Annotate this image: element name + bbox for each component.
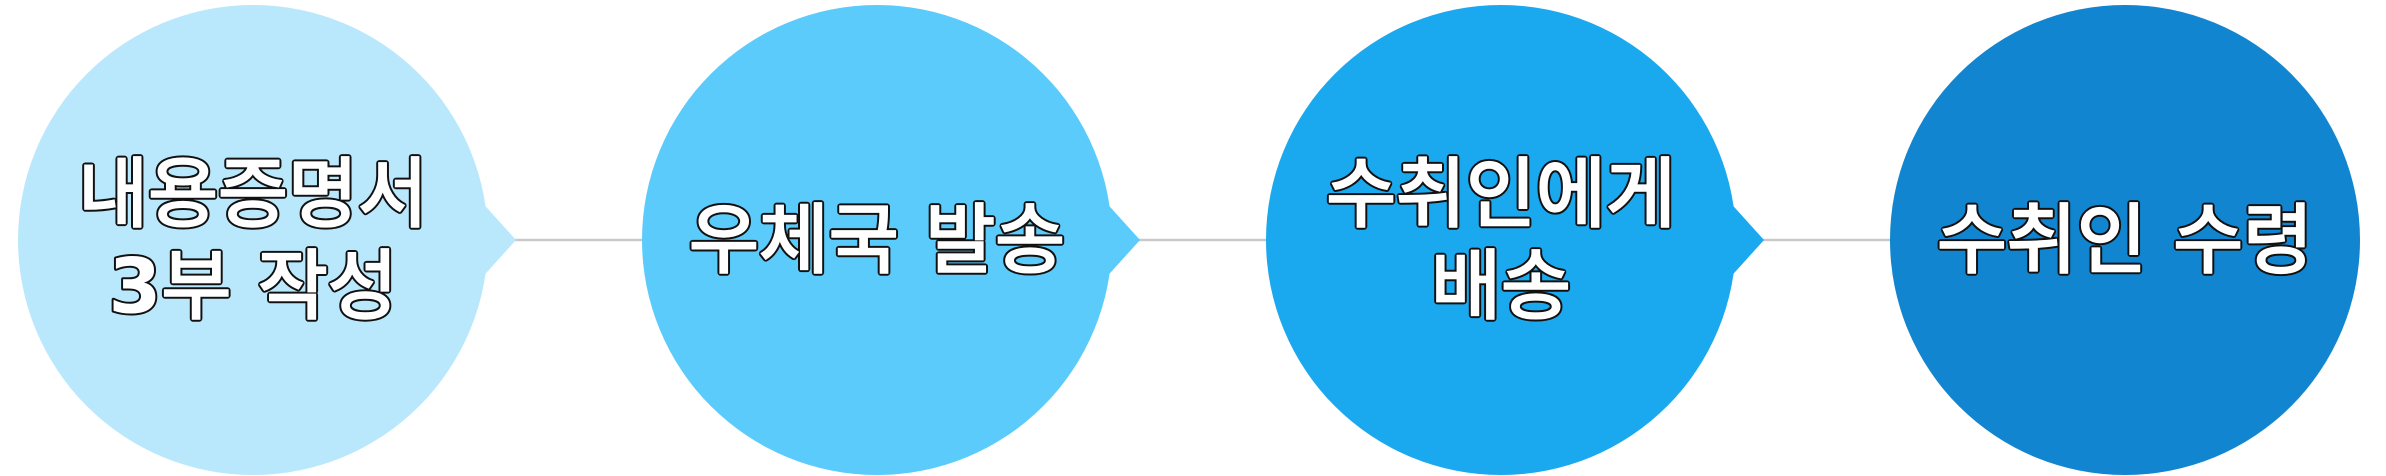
step-circle-4 [1890, 5, 2360, 475]
step-circle-3 [1266, 5, 1736, 475]
step-circle-1 [18, 5, 488, 475]
step-label-1-line-1: 내용증명서 [78, 150, 428, 239]
step-label-2-line-1: 우체국 발송 [689, 196, 1065, 285]
step-pointer-2 [1102, 198, 1140, 282]
step-circle-2 [642, 5, 1112, 475]
step-pointer-1 [478, 198, 516, 282]
step-label-3-line-1: 수취인에게 [1326, 150, 1676, 239]
step-label-4-line-1: 수취인 수령 [1937, 196, 2313, 285]
process-step-4: 수취인 수령 [1890, 5, 2360, 475]
step-label-1-line-2: 3부 작성 [108, 242, 397, 331]
process-step-2: 우체국 발송 [642, 5, 1140, 475]
step-label-3-line-2: 배송 [1431, 242, 1571, 331]
step-pointer-3 [1726, 198, 1764, 282]
